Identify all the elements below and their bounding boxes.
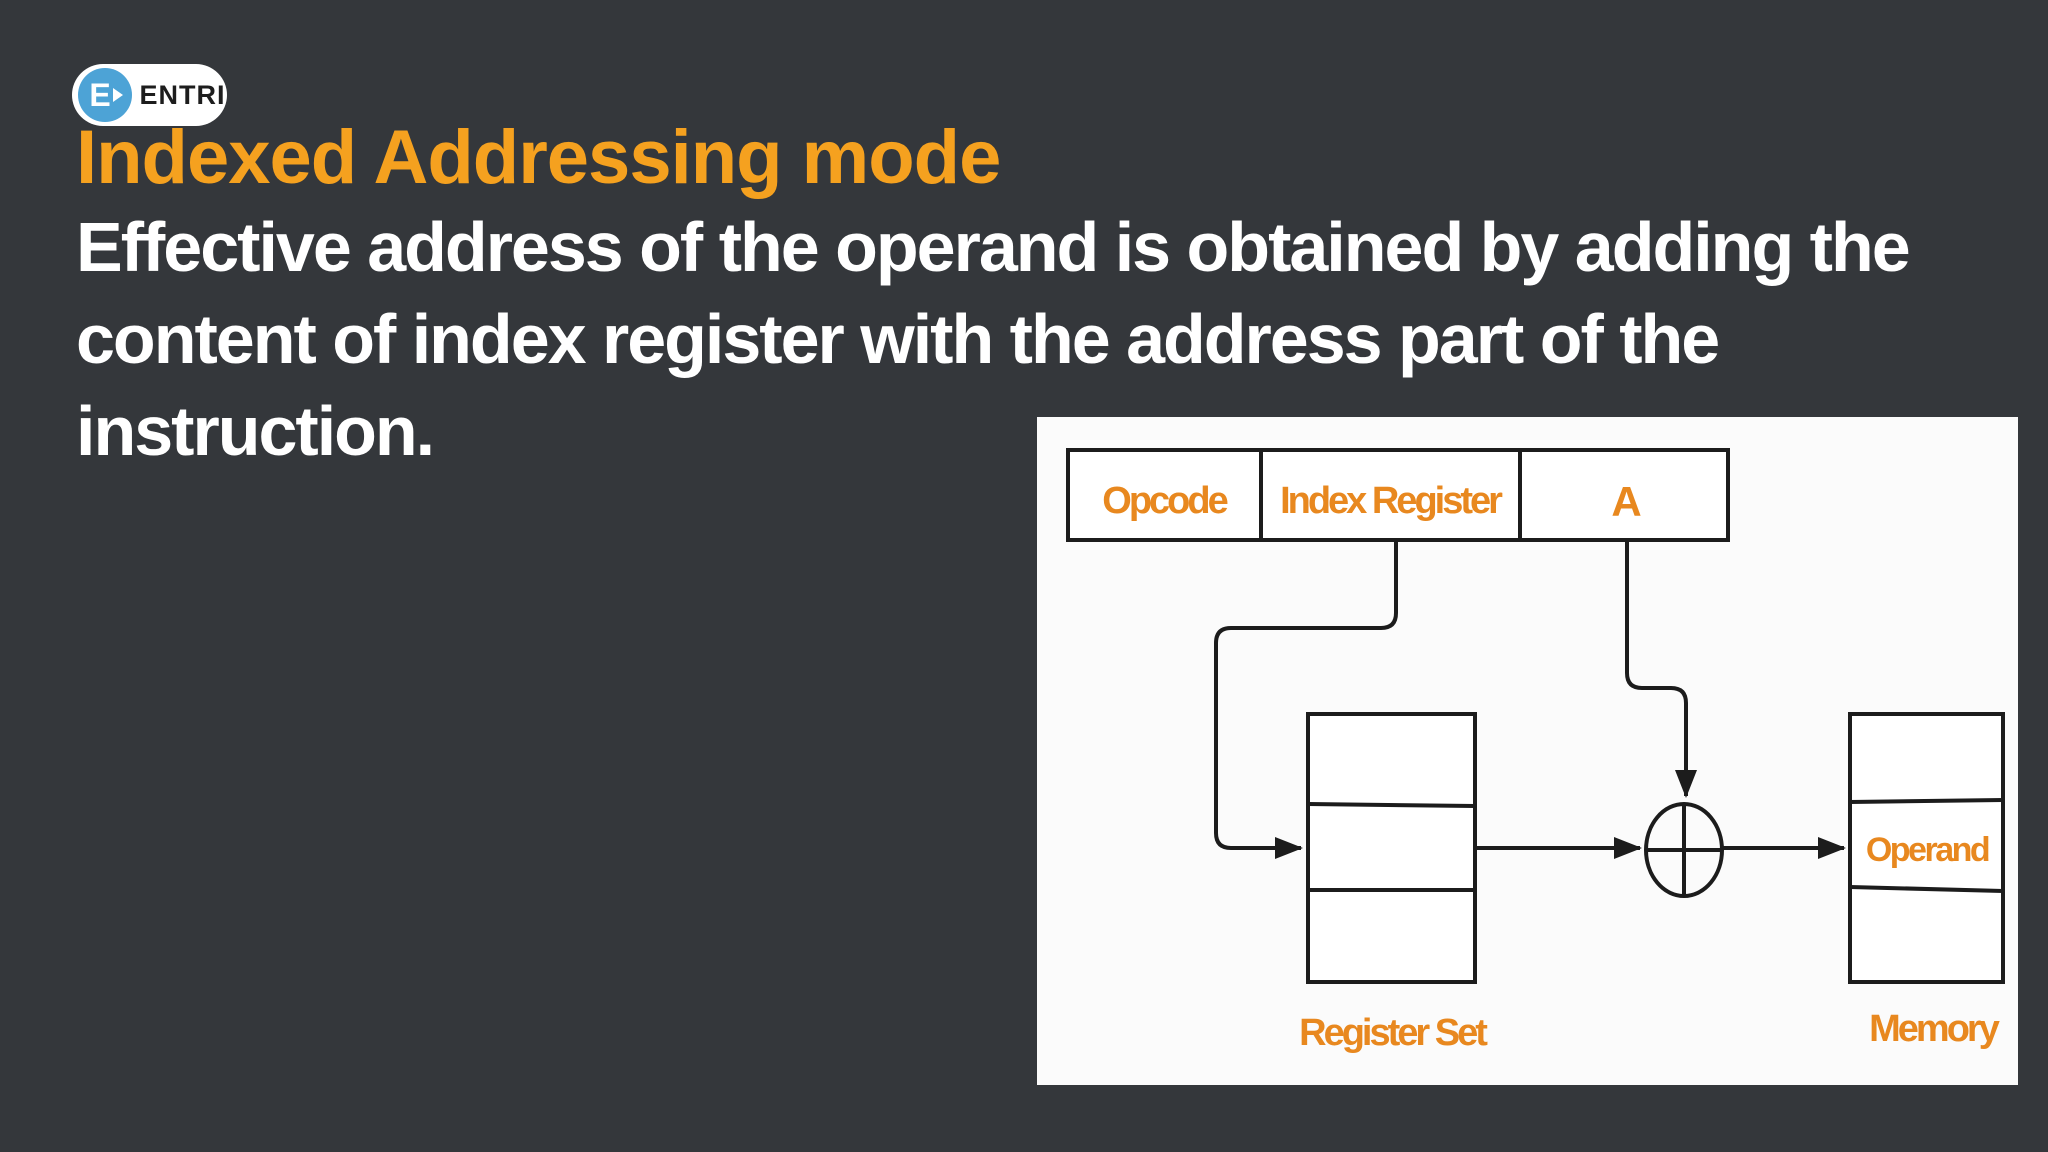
memory-box	[1848, 712, 2005, 984]
memory-row-divider	[1849, 885, 2004, 893]
opcode-box	[1066, 448, 1263, 542]
memory-row-divider	[1849, 798, 2004, 804]
index-register-box	[1259, 448, 1522, 542]
page-title: Indexed Addressing mode	[76, 115, 1001, 200]
register-set-row-divider	[1307, 802, 1476, 808]
index-register-to-register-set-arrow	[1214, 540, 1398, 859]
entri-logo-icon: E	[78, 68, 132, 122]
address-field-box	[1518, 448, 1730, 542]
adder-plus-icon	[1644, 802, 1724, 898]
slide-body: Effective address of the operand is obta…	[76, 201, 1996, 477]
operand-label: Operand	[1866, 831, 1989, 869]
index-register-label: Index Register	[1280, 480, 1503, 522]
register-set-label: Register Set	[1299, 1012, 1488, 1054]
entri-monogram: E	[89, 77, 111, 113]
entri-brand-text: ENTRI	[139, 79, 226, 110]
memory-label: Memory	[1869, 1008, 2000, 1050]
body-line-1: Effective address of the operand is obta…	[76, 208, 1911, 286]
diagram-canvas: Opcode Index Register A	[1066, 448, 2005, 1054]
indexed-addressing-diagram: Opcode Index Register A	[1037, 417, 2018, 1085]
body-line-3: instruction.	[76, 392, 435, 470]
opcode-label: Opcode	[1102, 480, 1227, 522]
body-line-2: content of index register with the addre…	[76, 300, 1720, 378]
register-set-box	[1306, 712, 1477, 984]
address-to-adder-arrow	[1625, 540, 1697, 798]
play-arrow-icon	[112, 88, 123, 102]
entri-logo: E ENTRI	[72, 64, 227, 126]
address-field-label: A	[1611, 478, 1641, 525]
